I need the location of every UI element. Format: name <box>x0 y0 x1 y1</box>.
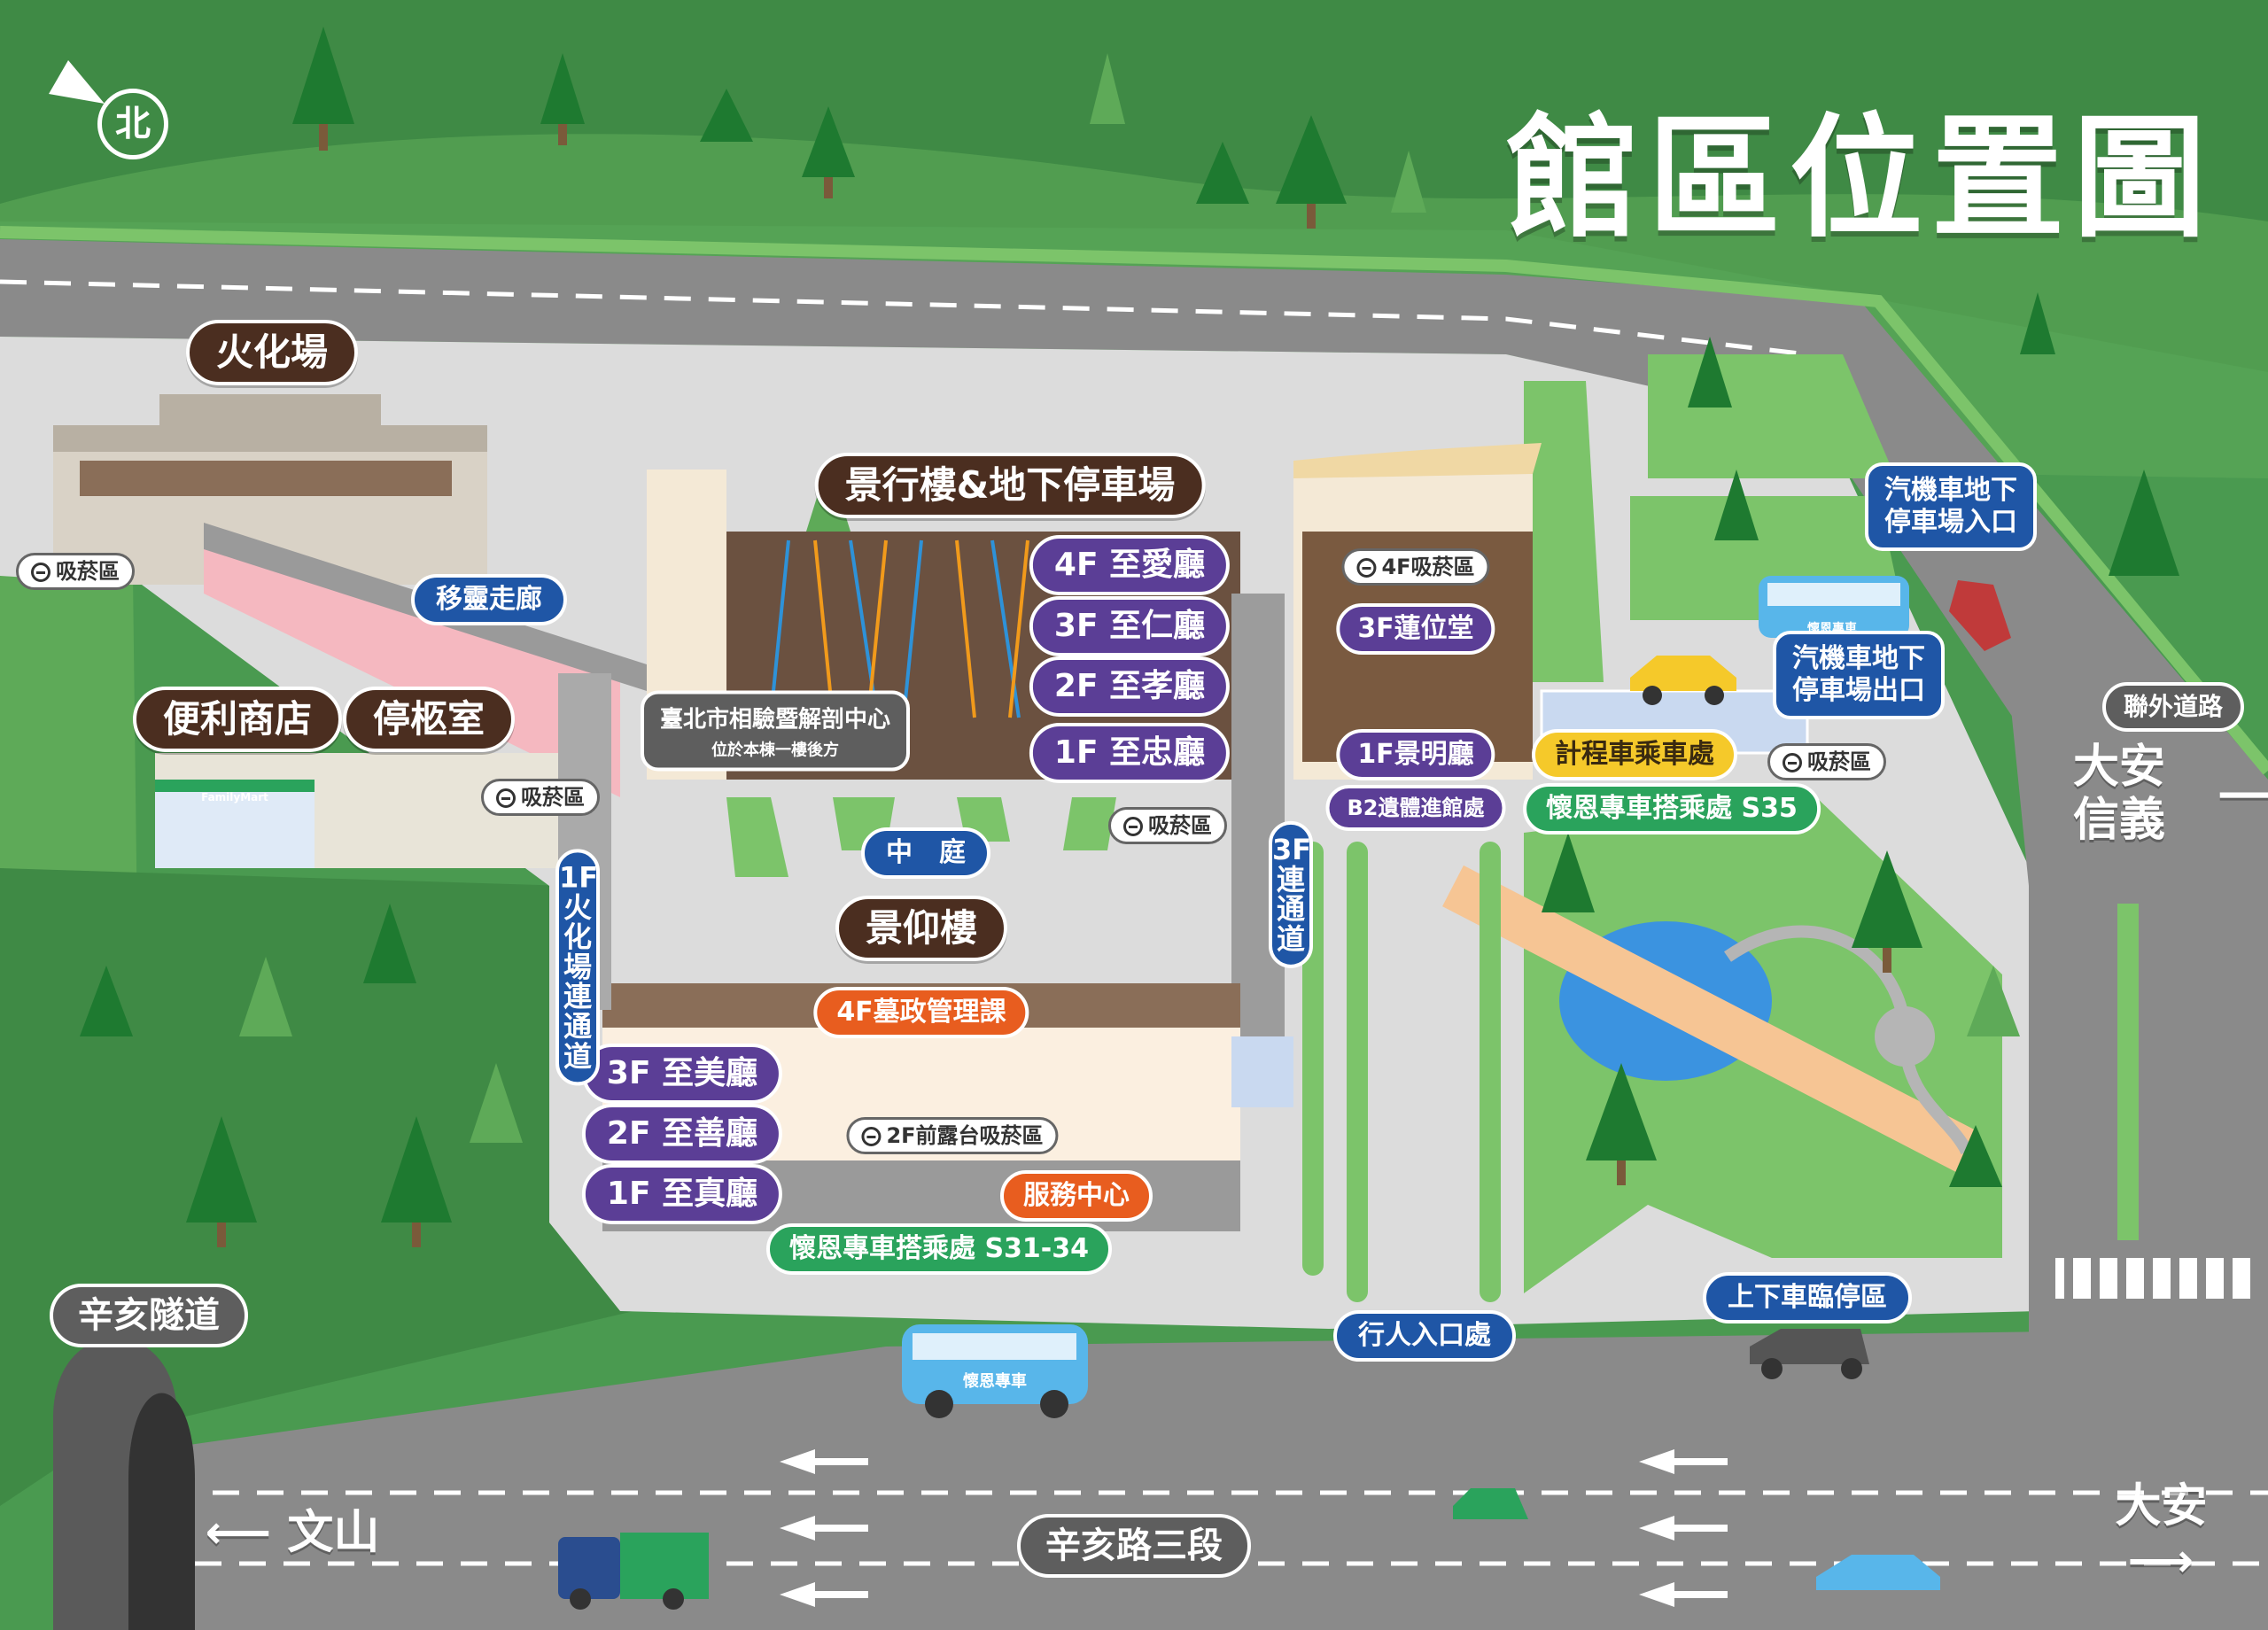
floor-jingxing-4f[interactable]: 4F 至愛廳 <box>1029 535 1231 595</box>
no-smoke-icon <box>1123 817 1143 836</box>
label-convenience-store[interactable]: 便利商店 <box>132 687 343 752</box>
direction-northeast: 大安 信義 <box>2073 741 2165 848</box>
floor-jingyang-2f[interactable]: 2F 至善廳 <box>581 1104 783 1164</box>
floor-jingxing-3f[interactable]: 3F 至仁廳 <box>1029 596 1231 656</box>
taxi-stand[interactable]: 計程車乘車處 <box>1532 729 1737 780</box>
compass-icon: 北 <box>97 89 168 159</box>
passage-char: 通 <box>563 1009 592 1044</box>
direction-east-text: 大安 <box>2115 1479 2208 1533</box>
passage-char: 火 <box>563 890 592 925</box>
passage-1f-crematorium[interactable]: 1F 火 化 場 連 通 道 <box>555 849 600 1086</box>
label-crematorium[interactable]: 火化場 <box>185 320 359 385</box>
direction-west-text: 文山 <box>287 1506 380 1560</box>
passage-char: 3F <box>1272 832 1312 866</box>
smoking-area-text: 吸菸區 <box>1148 813 1212 838</box>
bus-label: 懷恩專車 <box>963 1372 1027 1391</box>
smoking-area-terrace-text: 2F前露台吸菸區 <box>886 1123 1044 1148</box>
smoking-area-4f-text: 4F吸菸區 <box>1381 555 1475 579</box>
floor-jingyang-1f[interactable]: 1F 至真廳 <box>581 1164 783 1224</box>
direction-ne-line: 大安 <box>2072 741 2166 795</box>
shuttle-stop-s31-34[interactable]: 懷恩專車搭乘處 S31-34 <box>766 1223 1112 1275</box>
parking-entrance[interactable]: 汽機車地下 停車場入口 <box>1865 462 2037 551</box>
label-spirit-corridor[interactable]: 移靈走廊 <box>411 574 567 625</box>
label-connecting-road: 聯外道路 <box>2101 682 2245 732</box>
store-sign: FamilyMart <box>201 791 268 803</box>
no-smoke-icon <box>31 563 50 582</box>
label-service-center[interactable]: 服務中心 <box>1000 1170 1153 1222</box>
passage-3f[interactable]: 3F 連 通 道 <box>1269 820 1313 969</box>
b2-body-entrance[interactable]: B2遺體進館處 <box>1325 785 1506 831</box>
floor-jingyang-3f[interactable]: 3F 至美廳 <box>581 1044 783 1104</box>
direction-east: 大安⟶ <box>2116 1469 2218 1588</box>
parking-exit-line: 汽機車地下 <box>1792 643 1925 674</box>
label-courtyard[interactable]: 中 庭 <box>861 827 990 879</box>
arrow-right-icon: ⟶ <box>2127 1534 2194 1588</box>
floor-jingxing-2f[interactable]: 2F 至孝廳 <box>1029 656 1231 717</box>
label-xinhai-road: 辛亥路三段 <box>1017 1514 1251 1578</box>
floor-jingming-hall-1f[interactable]: 1F景明廳 <box>1336 729 1495 780</box>
smoking-area-terrace: 2F前露台吸菸區 <box>846 1117 1059 1154</box>
smoking-area-crematorium: 吸菸區 <box>16 553 135 590</box>
passage-char: 1F <box>559 860 599 895</box>
no-smoke-icon <box>496 788 516 808</box>
parking-exit[interactable]: 汽機車地下 停車場出口 <box>1773 631 1945 719</box>
temporary-stop-area[interactable]: 上下車臨停區 <box>1703 1272 1912 1323</box>
label-jingxing-building[interactable]: 景行樓&地下停車場 <box>814 453 1206 518</box>
parking-entrance-line: 停車場入口 <box>1884 507 2017 538</box>
smoking-area-coffin-room: 吸菸區 <box>481 779 600 816</box>
direction-west: ⟵ 文山 <box>206 1495 380 1562</box>
label-jingyang-building[interactable]: 景仰樓 <box>835 896 1008 961</box>
smoking-area-text: 吸菸區 <box>521 785 585 810</box>
smoking-area-courtyard: 吸菸區 <box>1108 807 1227 844</box>
map-title: 館區位置圖 <box>1506 102 2216 256</box>
parking-exit-line: 停車場出口 <box>1792 675 1925 706</box>
compass-label: 北 <box>115 104 151 144</box>
arrow-right-icon: ⟶ <box>2217 768 2268 821</box>
passage-char: 道 <box>563 1038 592 1073</box>
direction-ne-line: 信義 <box>2072 794 2166 847</box>
autopsy-center-subtitle: 位於本棟一樓後方 <box>711 741 839 760</box>
shuttle-stop-s35[interactable]: 懷恩專車搭乘處 S35 <box>1523 783 1821 834</box>
autopsy-center-title: 臺北市相驗暨解剖中心 <box>659 706 891 734</box>
smoking-area-taxi: 吸菸區 <box>1767 743 1886 780</box>
label-cemetery-management[interactable]: 4F墓政管理課 <box>813 987 1029 1038</box>
no-smoke-icon <box>861 1127 882 1146</box>
passage-char: 場 <box>563 950 592 984</box>
pedestrian-entrance[interactable]: 行人入口處 <box>1333 1310 1516 1362</box>
label-coffin-room[interactable]: 停柩室 <box>342 687 516 752</box>
passage-char: 道 <box>1276 921 1305 956</box>
passage-char: 連 <box>1276 862 1305 896</box>
bus-label-small: 懷恩專車 <box>1807 622 1857 636</box>
floor-jingxing-1f[interactable]: 1F 至忠廳 <box>1029 723 1231 783</box>
smoking-area-text: 吸菸區 <box>56 559 120 584</box>
no-smoke-icon <box>1356 558 1377 578</box>
passage-char: 通 <box>1276 892 1305 926</box>
smoking-area-text: 吸菸區 <box>1807 749 1871 774</box>
autopsy-center-note: 臺北市相驗暨解剖中心 位於本棟一樓後方 <box>640 690 911 772</box>
no-smoke-icon <box>1783 753 1802 772</box>
parking-entrance-line: 汽機車地下 <box>1884 475 2017 506</box>
smoking-area-4f: 4F吸菸區 <box>1341 548 1490 586</box>
passage-char: 化 <box>563 920 592 954</box>
arrow-left-icon: ⟵ <box>205 1506 288 1560</box>
floor-lotus-hall-3f[interactable]: 3F蓮位堂 <box>1336 603 1495 655</box>
passage-char: 連 <box>563 979 592 1013</box>
label-xinhai-tunnel: 辛亥隧道 <box>50 1284 248 1347</box>
